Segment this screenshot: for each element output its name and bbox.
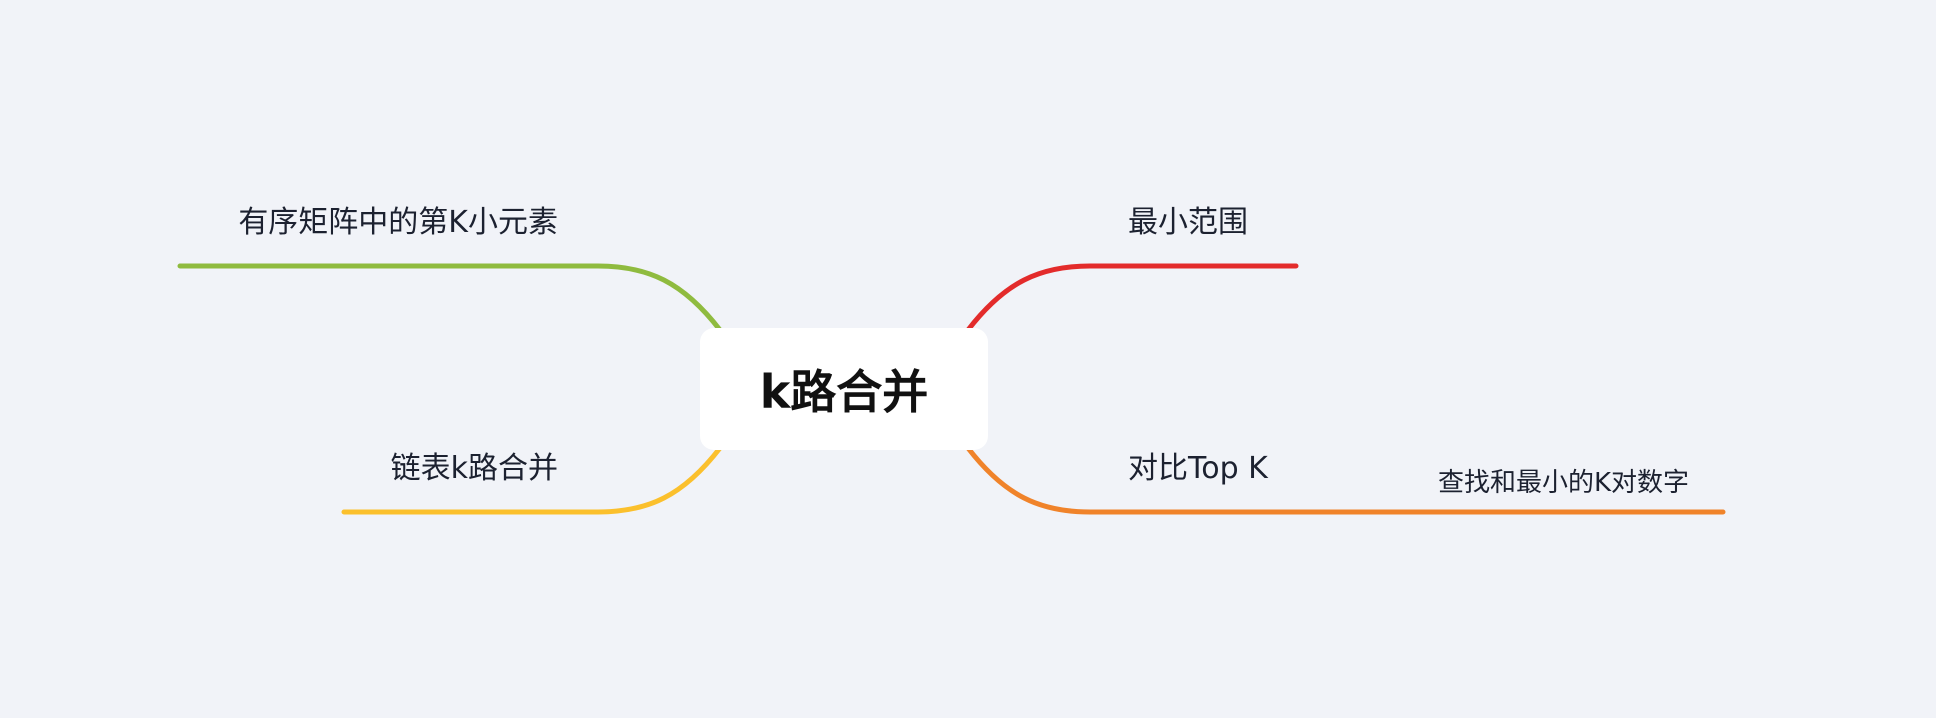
connector-yellow: [341, 445, 723, 515]
topic-kth-smallest-in-matrix[interactable]: 有序矩阵中的第K小元素: [238, 205, 558, 240]
connector-green: [177, 263, 723, 333]
topic-merge-k-lists[interactable]: 链表k路合并: [390, 451, 558, 486]
topic-compare-top-k[interactable]: 对比Top K: [1128, 451, 1268, 486]
topic-min-range[interactable]: 最小范围: [1128, 205, 1248, 240]
subtopic-find-k-pairs[interactable]: 查找和最小的K对数字: [1438, 468, 1690, 498]
root-topic[interactable]: k路合并: [700, 328, 988, 450]
connector-red: [965, 263, 1299, 333]
connector-orange: [965, 445, 1726, 515]
